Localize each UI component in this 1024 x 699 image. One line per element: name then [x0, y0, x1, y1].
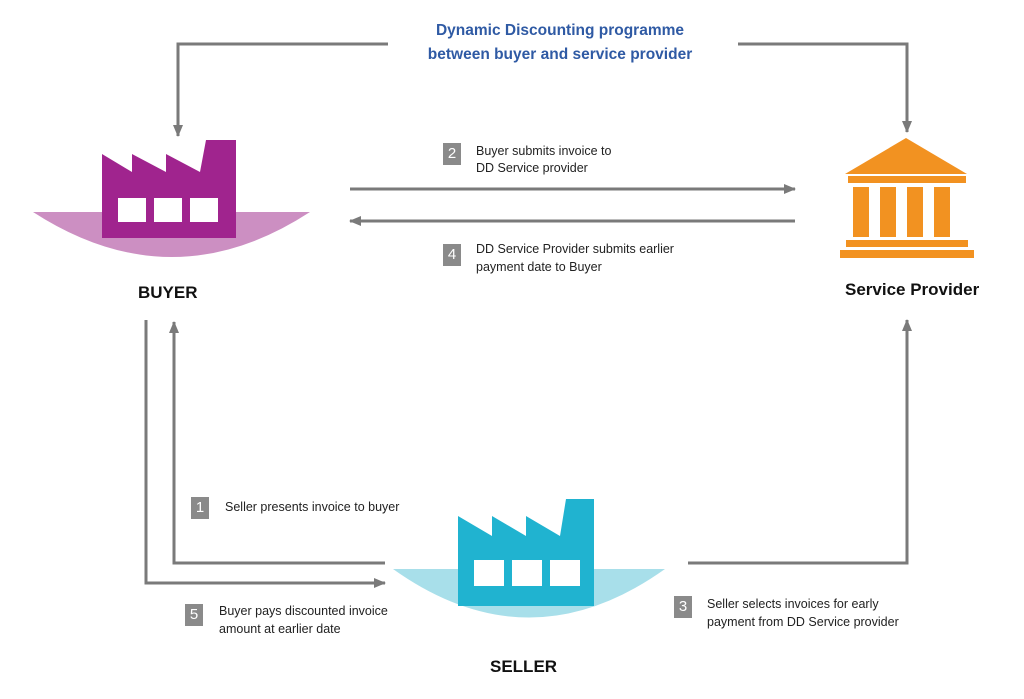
- bank-building-icon: [840, 138, 974, 258]
- step-4-text-line-1: DD Service Provider submits earlier: [476, 242, 674, 256]
- step-2-text-line-1: Buyer submits invoice to: [476, 144, 612, 158]
- arrow-seller-to-buyer: [169, 321, 385, 565]
- step-2-text-line-2: DD Service provider: [476, 161, 588, 175]
- step-5-number: 5: [185, 604, 203, 626]
- buyer-factory-icon: [33, 140, 310, 257]
- arrow-title-to-service-provider: [738, 42, 912, 133]
- step-5-text-line-1: Buyer pays discounted invoice: [219, 604, 388, 618]
- seller-factory-icon: [393, 499, 665, 618]
- buyer-label: BUYER: [138, 283, 198, 302]
- arrow-title-to-buyer: [173, 42, 388, 137]
- arrow-buyer-to-seller: [144, 320, 386, 588]
- diagram-title-line-1: Dynamic Discounting programme: [435, 22, 685, 39]
- step-1-number: 1: [191, 497, 209, 519]
- service-provider-label: Service Provider: [845, 280, 980, 299]
- step-2-number: 2: [443, 143, 461, 165]
- diagram-title-line-2: between buyer and service provider: [427, 46, 693, 63]
- seller-label: SELLER: [490, 657, 558, 676]
- step-4-number: 4: [443, 244, 461, 266]
- step-1-text-line-1: Seller presents invoice to buyer: [225, 500, 400, 514]
- step-4-text-line-2: payment date to Buyer: [476, 260, 602, 274]
- step-3-number: 3: [674, 596, 692, 618]
- step-3-text-line-1: Seller selects invoices for early: [707, 597, 879, 611]
- arrow-seller-to-service-provider: [688, 319, 912, 565]
- step-5-text-line-2: amount at earlier date: [219, 622, 341, 636]
- step-3-text-line-2: payment from DD Service provider: [707, 615, 899, 629]
